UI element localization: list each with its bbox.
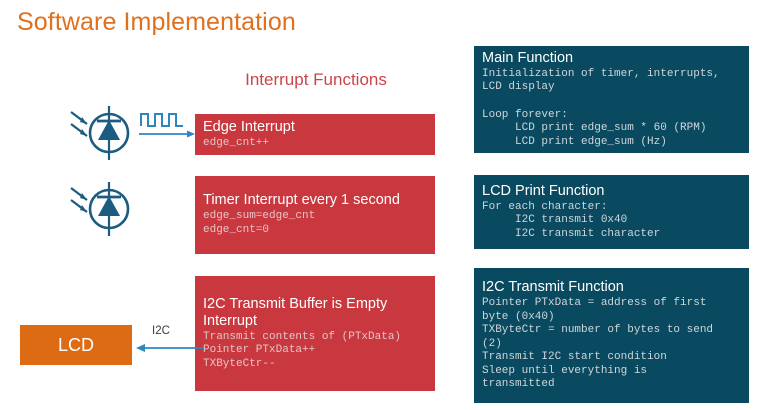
arrow-left-icon bbox=[134, 325, 204, 364]
interrupt-functions-heading: Interrupt Functions bbox=[245, 70, 387, 89]
interrupt-box-body: edge_sum=edge_cnt edge_cnt=0 bbox=[203, 210, 316, 236]
function-box-title: I2C Transmit Function bbox=[482, 278, 624, 295]
function-box-i2c-transmit-function[interactable]: I2C Transmit Function Pointer PTxData = … bbox=[474, 268, 749, 403]
i2c-connection-label: I2C bbox=[152, 325, 170, 337]
function-box-title: Main Function bbox=[482, 49, 574, 66]
function-box-main-function[interactable]: Main Function Initialization of timer, i… bbox=[474, 46, 749, 153]
interrupt-box-timer-interrupt[interactable]: Timer Interrupt every 1 second edge_sum=… bbox=[195, 176, 435, 254]
page-title: Software Implementation bbox=[17, 8, 296, 36]
photodiode-icon bbox=[68, 104, 132, 167]
function-box-body: For each character: I2C transmit 0x40 I2… bbox=[482, 200, 661, 240]
interrupt-box-body: Transmit contents of (PTxData) Pointer P… bbox=[203, 330, 402, 370]
interrupt-box-body: edge_cnt++ bbox=[203, 136, 270, 149]
square-wave-icon bbox=[137, 108, 197, 147]
function-box-body: Pointer PTxData = address of first byte … bbox=[482, 296, 714, 391]
interrupt-box-edge-interrupt[interactable]: Edge Interrupt edge_cnt++ bbox=[195, 114, 435, 155]
interrupt-box-i2c-transmit-buffer-empty[interactable]: I2C Transmit Buffer is Empty Interrupt T… bbox=[195, 276, 435, 391]
function-box-title: LCD Print Function bbox=[482, 182, 605, 199]
photodiode-icon bbox=[68, 180, 132, 243]
interrupt-box-title: Edge Interrupt bbox=[203, 118, 295, 135]
interrupt-box-title: I2C Transmit Buffer is Empty Interrupt bbox=[203, 295, 388, 329]
lcd-device-box[interactable]: LCD bbox=[20, 325, 132, 365]
function-box-body: Initialization of timer, interrupts, LCD… bbox=[482, 67, 720, 148]
interrupt-box-title: Timer Interrupt every 1 second bbox=[203, 192, 400, 209]
lcd-device-label: LCD bbox=[57, 335, 94, 355]
function-box-lcd-print-function[interactable]: LCD Print Function For each character: I… bbox=[474, 175, 749, 249]
